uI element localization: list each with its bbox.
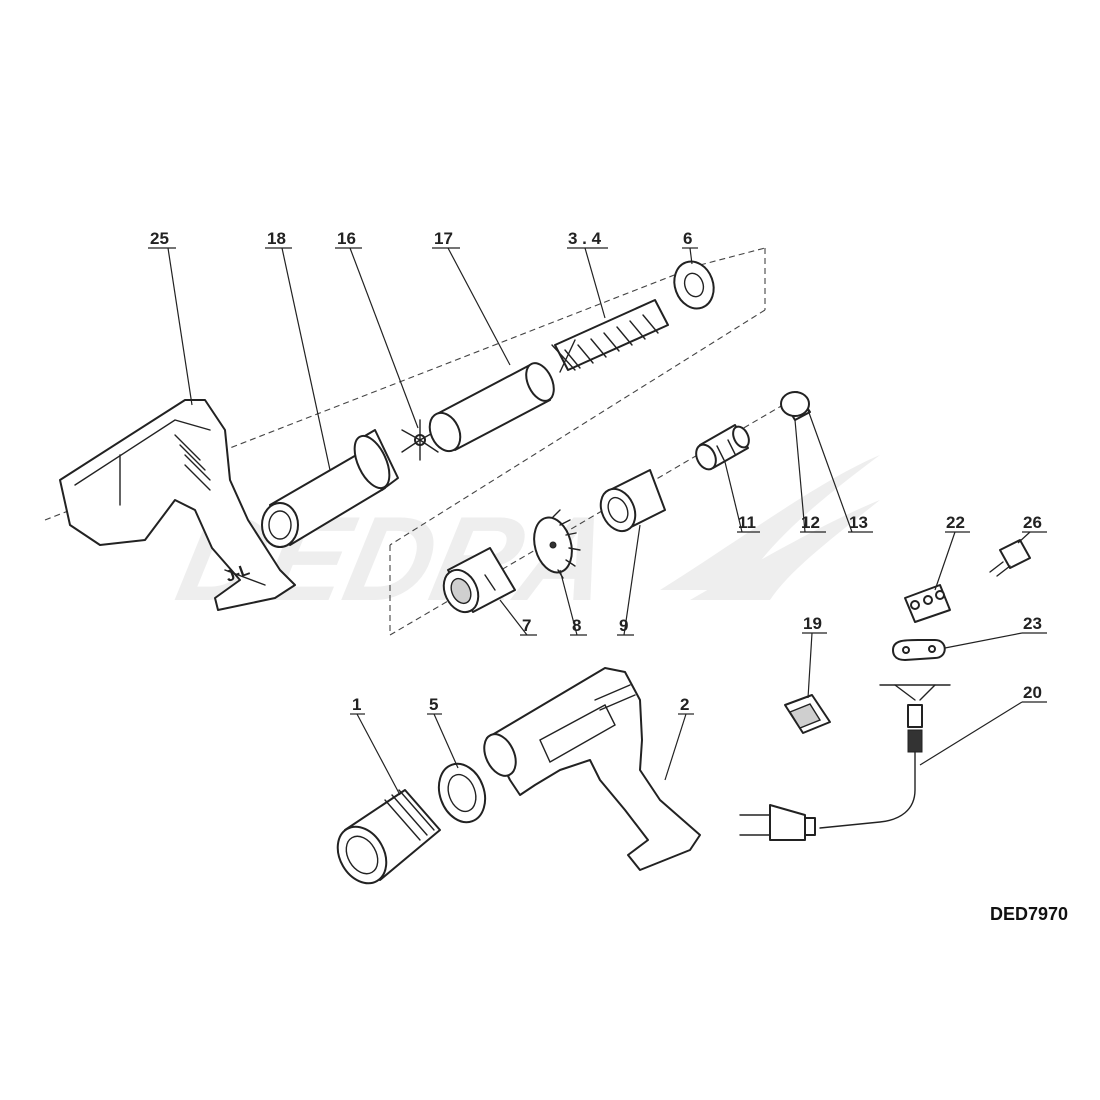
callout-labels: 25 18 16 17 3 . 4 6 11 12 13 <box>148 229 1047 796</box>
callout-20: 20 <box>1023 683 1042 702</box>
callout-8: 8 <box>572 616 581 635</box>
callout-1: 1 <box>352 695 361 714</box>
callout-2: 2 <box>680 695 689 714</box>
callout-25: 25 <box>150 229 169 248</box>
callout-16: 16 <box>337 229 356 248</box>
watermark-swoosh-2 <box>690 500 880 600</box>
cable-clamp-icon <box>892 639 946 661</box>
star-spacer-icon <box>401 419 439 461</box>
heating-element-icon <box>551 299 669 373</box>
callout-19: 19 <box>803 614 822 633</box>
nozzle-ring-icon <box>437 762 487 824</box>
motor-mount-icon <box>599 469 666 533</box>
motor-icon <box>695 424 750 471</box>
callout-11: 11 <box>738 513 756 532</box>
callout-26: 26 <box>1023 513 1042 532</box>
callout-7: 7 <box>522 616 531 635</box>
callout-22: 22 <box>946 513 965 532</box>
terminal-block-icon <box>904 584 951 623</box>
callout-13: 13 <box>849 513 868 532</box>
washer-icon <box>673 260 715 310</box>
housing-half-icon: J-L <box>59 399 296 611</box>
callout-6: 6 <box>683 229 692 248</box>
callout-3-4: 3 . 4 <box>568 229 602 248</box>
callout-18: 18 <box>267 229 286 248</box>
nozzle-icon <box>336 789 441 885</box>
callout-12: 12 <box>801 513 820 532</box>
callout-17: 17 <box>434 229 453 248</box>
heating-tube-icon <box>261 429 399 548</box>
switch-icon <box>784 694 831 734</box>
model-code: DED7970 <box>990 904 1068 924</box>
callout-5: 5 <box>429 695 438 714</box>
rear-cap-icon <box>442 547 516 614</box>
capacitor-icon <box>989 539 1031 577</box>
motor-cap-icon <box>780 391 811 421</box>
callout-23: 23 <box>1023 614 1042 633</box>
callout-9: 9 <box>619 616 628 635</box>
heat-gun-body-icon <box>483 667 701 871</box>
power-cord-icon <box>739 684 951 841</box>
watermark-swoosh <box>660 455 880 590</box>
inner-tube-icon <box>428 362 555 453</box>
